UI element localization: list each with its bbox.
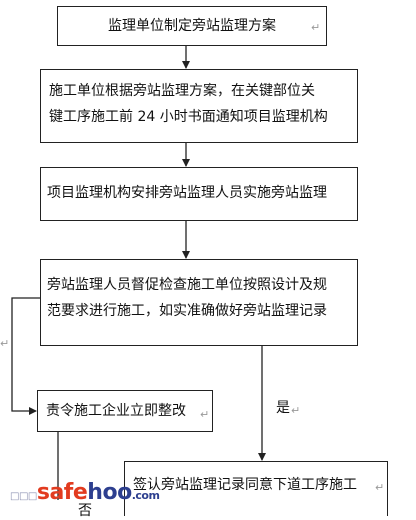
step4-line1: 旁站监理人员督促检查施工单位按照设计及规 bbox=[47, 277, 327, 293]
step6-box: 签认旁站监理记录同意下道工序施工 bbox=[124, 461, 388, 516]
safehoo-watermark-logo: □□□safehoo.com bbox=[10, 480, 160, 505]
paragraph-mark: ↵ bbox=[291, 404, 301, 417]
step2-line2: 键工序施工前 24 小时书面通知项目监理机构 bbox=[49, 109, 328, 125]
step2-line1: 施工单位根据旁站监理方案，在关键部位关 bbox=[49, 83, 315, 99]
loop-line bbox=[11, 297, 40, 415]
step6-text: 签认旁站监理记录同意下道工序施工 bbox=[133, 477, 357, 493]
paragraph-mark: ↵ bbox=[311, 21, 321, 34]
step4-line2: 范要求进行施工，如实准确做好旁站监理记录 bbox=[47, 303, 327, 319]
paragraph-mark: ↵ bbox=[200, 408, 210, 421]
step2-box: 施工单位根据旁站监理方案，在关键部位关 键工序施工前 24 小时书面通知项目监理… bbox=[40, 69, 358, 143]
paragraph-mark: ↵ bbox=[0, 337, 10, 350]
step3-text: 项目监理机构安排旁站监理人员实施旁站监理 bbox=[47, 185, 327, 201]
paragraph-mark: ↵ bbox=[375, 481, 385, 494]
step3-box: 项目监理机构安排旁站监理人员实施旁站监理 bbox=[40, 167, 358, 221]
step4-box: 旁站监理人员督促检查施工单位按照设计及规 范要求进行施工，如实准确做好旁站监理记… bbox=[40, 259, 358, 346]
step5-box: 责令施工企业立即整改 bbox=[37, 390, 213, 432]
step5-text: 责令施工企业立即整改 bbox=[46, 403, 186, 419]
no-label: 否 bbox=[78, 503, 92, 519]
step1-text: 监理单位制定旁站监理方案 bbox=[108, 18, 276, 34]
step1-box: 监理单位制定旁站监理方案 bbox=[57, 6, 327, 46]
yes-label: 是 bbox=[276, 400, 290, 416]
